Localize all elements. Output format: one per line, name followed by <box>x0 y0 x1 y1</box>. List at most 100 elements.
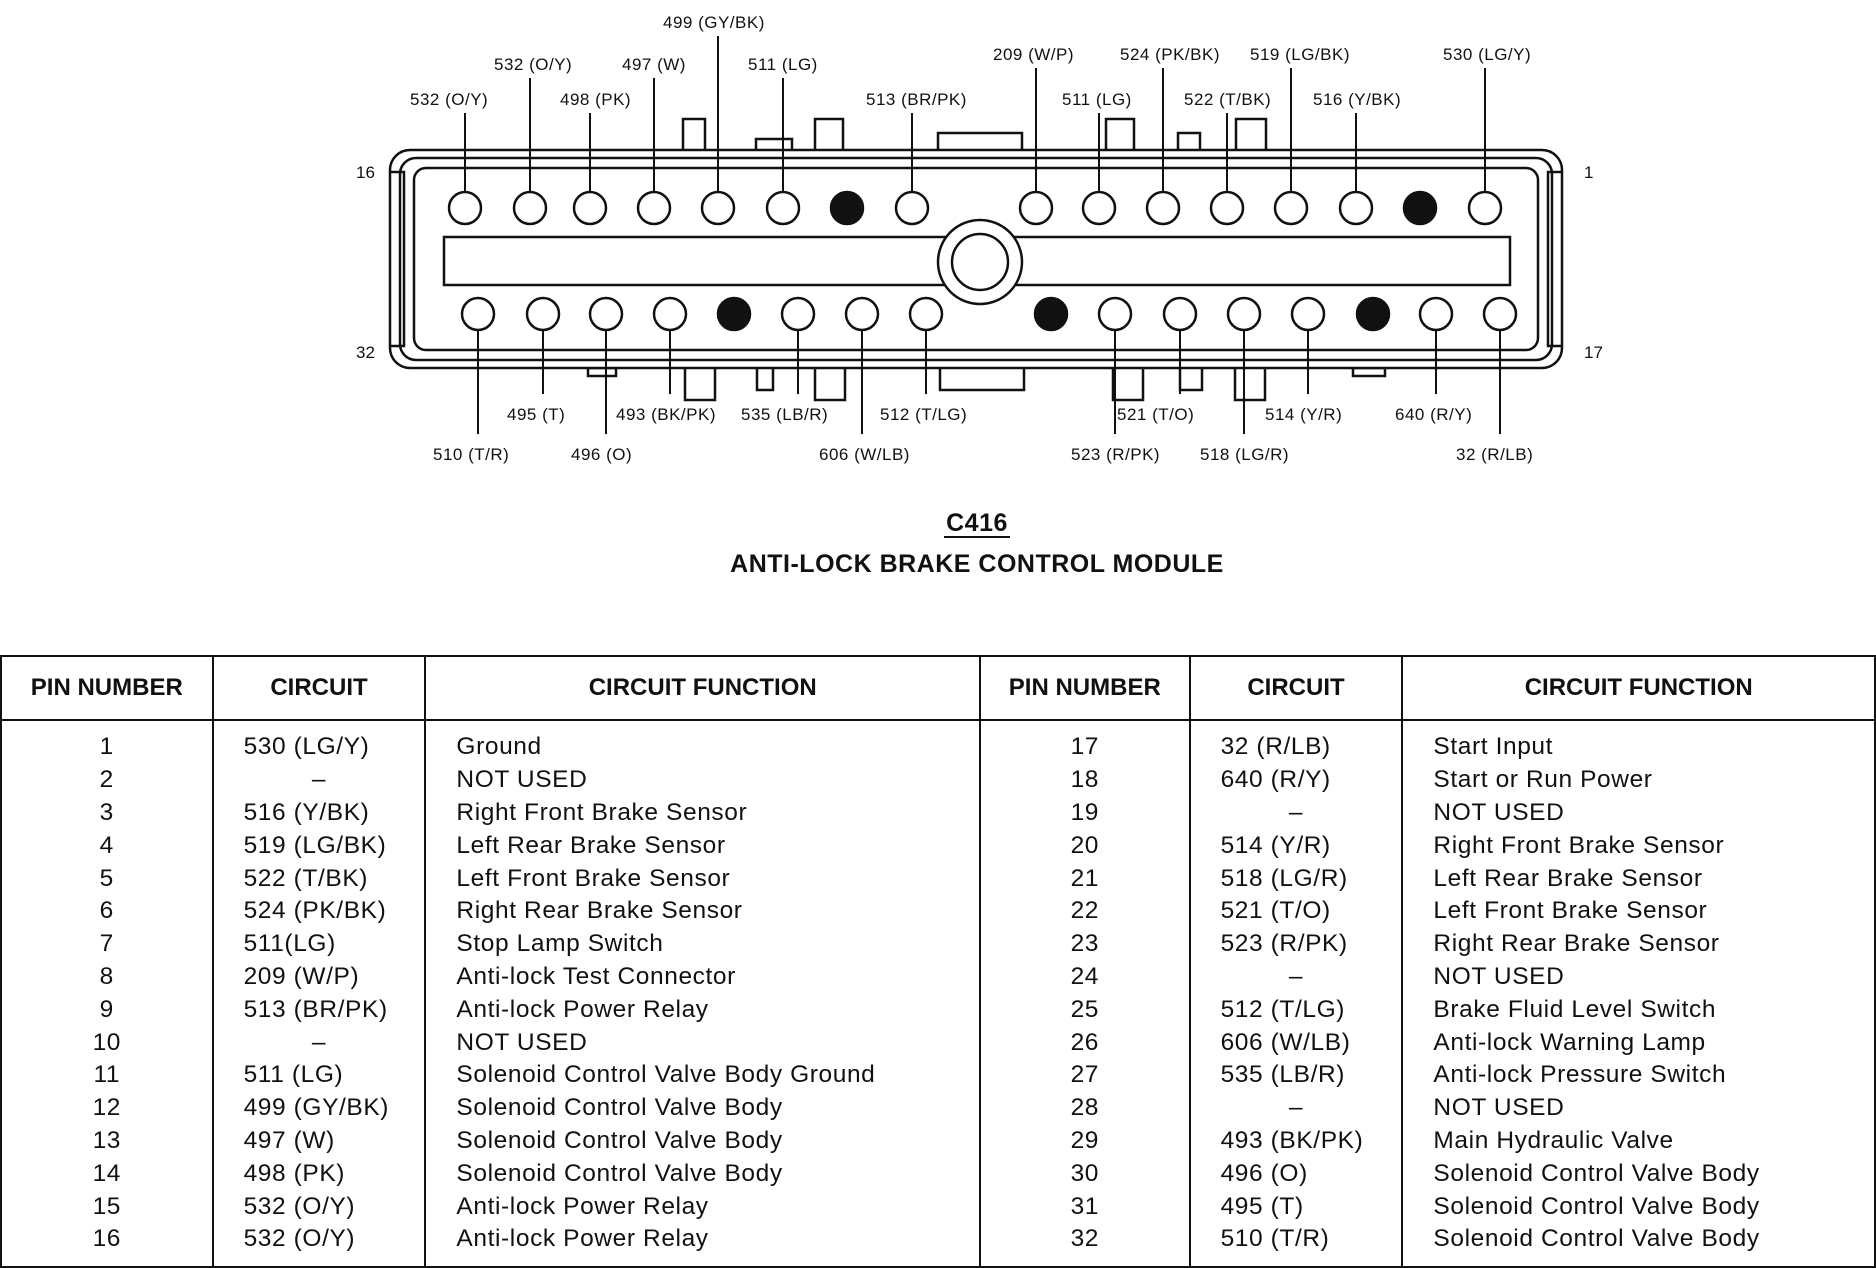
pin-number-cell: 4 <box>1 829 214 863</box>
terminal-pin-32 <box>460 296 496 332</box>
circuit-function-cell: Left Front Brake Sensor <box>1402 894 1876 928</box>
circuit-cell: 514 (Y/R) <box>1189 829 1404 863</box>
circuit-cell: 512 (T/LG) <box>1189 993 1404 1027</box>
callout-pin-8: 209 (W/P) <box>993 45 1074 64</box>
pin-number-cell: 18 <box>980 763 1191 797</box>
terminal-pin-23 <box>1097 296 1133 332</box>
circuit-cell: 522 (T/BK) <box>212 862 427 895</box>
circuit-cell: 523 (R/PK) <box>1189 927 1404 961</box>
circuit-function-cell: Main Hydraulic Valve <box>1402 1124 1876 1158</box>
callout-pin-26: 606 (W/LB) <box>819 445 910 464</box>
callout-pin-22: 521 (T/O) <box>1117 405 1194 424</box>
pin-number-cell: 7 <box>1 927 214 961</box>
pin-number-cell: 16 <box>1 1222 214 1267</box>
connector-diagram: 532 (O/Y)532 (O/Y)498 (PK)497 (W)499 (GY… <box>356 13 1603 578</box>
circuit-cell: – <box>1189 796 1404 830</box>
circuit-cell: 535 (LB/R) <box>1189 1058 1404 1092</box>
corner-label-bottom-left: 32 <box>356 343 375 362</box>
circuit-cell: 510 (T/R) <box>1189 1222 1404 1267</box>
circuit-cell: 511 (LG) <box>212 1058 427 1092</box>
terminal-pin-3 <box>1338 190 1374 226</box>
callout-pin-13: 497 (W) <box>622 55 686 74</box>
circuit-function-cell: Ground <box>425 720 981 764</box>
circuit-cell: 499 (GY/BK) <box>212 1091 427 1125</box>
circuit-function-cell: Left Front Brake Sensor <box>425 862 981 895</box>
circuit-function-cell: NOT USED <box>425 763 981 797</box>
pin-number-cell: 22 <box>980 894 1191 928</box>
header-circuit-left: CIRCUIT <box>212 656 427 721</box>
callout-pin-18: 640 (R/Y) <box>1395 405 1472 424</box>
circuit-cell: – <box>212 1026 427 1059</box>
terminal-pin-27 <box>780 296 816 332</box>
callout-pin-14: 498 (PK) <box>560 90 631 109</box>
circuit-cell: – <box>212 763 427 797</box>
circuit-cell: 530 (LG/Y) <box>212 720 427 764</box>
callout-pin-11: 511 (LG) <box>748 55 818 74</box>
circuit-function-cell: Left Rear Brake Sensor <box>1402 862 1876 895</box>
terminal-pin-8 <box>1018 190 1054 226</box>
callout-pin-32: 510 (T/R) <box>433 445 509 464</box>
circuit-function-cell: NOT USED <box>1402 960 1876 994</box>
circuit-function-cell: NOT USED <box>425 1026 981 1059</box>
plugged-cavity-pin-19 <box>1355 296 1391 332</box>
circuit-cell: 518 (LG/R) <box>1189 862 1404 895</box>
circuit-function-cell: Solenoid Control Valve Body <box>1402 1222 1876 1267</box>
pin-number-cell: 20 <box>980 829 1191 863</box>
callout-pin-4: 519 (LG/BK) <box>1250 45 1350 64</box>
circuit-cell: 498 (PK) <box>212 1157 427 1191</box>
terminal-pin-22 <box>1162 296 1198 332</box>
callout-pin-27: 535 (LB/R) <box>741 405 828 424</box>
callout-pin-16: 532 (O/Y) <box>410 90 488 109</box>
circuit-function-cell: Right Rear Brake Sensor <box>425 894 981 928</box>
callout-pin-15: 532 (O/Y) <box>494 55 572 74</box>
circuit-function-cell: Solenoid Control Valve Body <box>425 1091 981 1125</box>
terminal-pin-16 <box>447 190 483 226</box>
terminal-pin-15 <box>512 190 548 226</box>
header-circuit-function-right: CIRCUIT FUNCTION <box>1402 656 1876 721</box>
pin-number-cell: 24 <box>980 960 1191 994</box>
circuit-function-cell: Right Rear Brake Sensor <box>1402 927 1876 961</box>
callout-pin-6: 524 (PK/BK) <box>1120 45 1220 64</box>
header-pin-number-left: PIN NUMBER <box>1 656 214 721</box>
pin-number-cell: 25 <box>980 993 1191 1027</box>
circuit-cell: 209 (W/P) <box>212 960 427 994</box>
pin-callout-labels: 532 (O/Y)532 (O/Y)498 (PK)497 (W)499 (GY… <box>410 13 1533 464</box>
callout-pin-25: 512 (T/LG) <box>880 405 967 424</box>
corner-label-top-right: 1 <box>1584 163 1593 182</box>
circuit-cell: 513 (BR/PK) <box>212 993 427 1027</box>
connector-name: ANTI-LOCK BRAKE CONTROL MODULE <box>730 550 1224 578</box>
circuit-function-cell: NOT USED <box>1402 796 1876 830</box>
pin-number-cell: 1 <box>1 720 214 764</box>
terminal-pin-25 <box>908 296 944 332</box>
terminal-pin-9 <box>894 190 930 226</box>
callout-pin-21: 518 (LG/R) <box>1200 445 1289 464</box>
callout-pin-31: 495 (T) <box>507 405 565 424</box>
pin-number-cell: 13 <box>1 1124 214 1158</box>
pin-number-cell: 31 <box>980 1190 1191 1223</box>
terminal-pin-12 <box>700 190 736 226</box>
corner-label-top-left: 16 <box>356 163 375 182</box>
circuit-cell: 532 (O/Y) <box>212 1222 427 1267</box>
pin-number-cell: 15 <box>1 1190 214 1223</box>
circuit-function-cell: Solenoid Control Valve Body <box>1402 1157 1876 1191</box>
callout-pin-7: 511 (LG) <box>1062 90 1132 109</box>
circuit-function-cell: Anti-lock Power Relay <box>425 1222 981 1267</box>
top-pin-row <box>447 190 1503 226</box>
pin-number-cell: 9 <box>1 993 214 1027</box>
terminal-pin-26 <box>844 296 880 332</box>
pin-number-cell: 17 <box>980 720 1191 764</box>
table-header-row: PIN NUMBER CIRCUIT CIRCUIT FUNCTION PIN … <box>1 656 1876 721</box>
circuit-function-cell: Solenoid Control Valve Body <box>1402 1190 1876 1223</box>
terminal-pin-20 <box>1290 296 1326 332</box>
circuit-cell: 495 (T) <box>1189 1190 1404 1223</box>
